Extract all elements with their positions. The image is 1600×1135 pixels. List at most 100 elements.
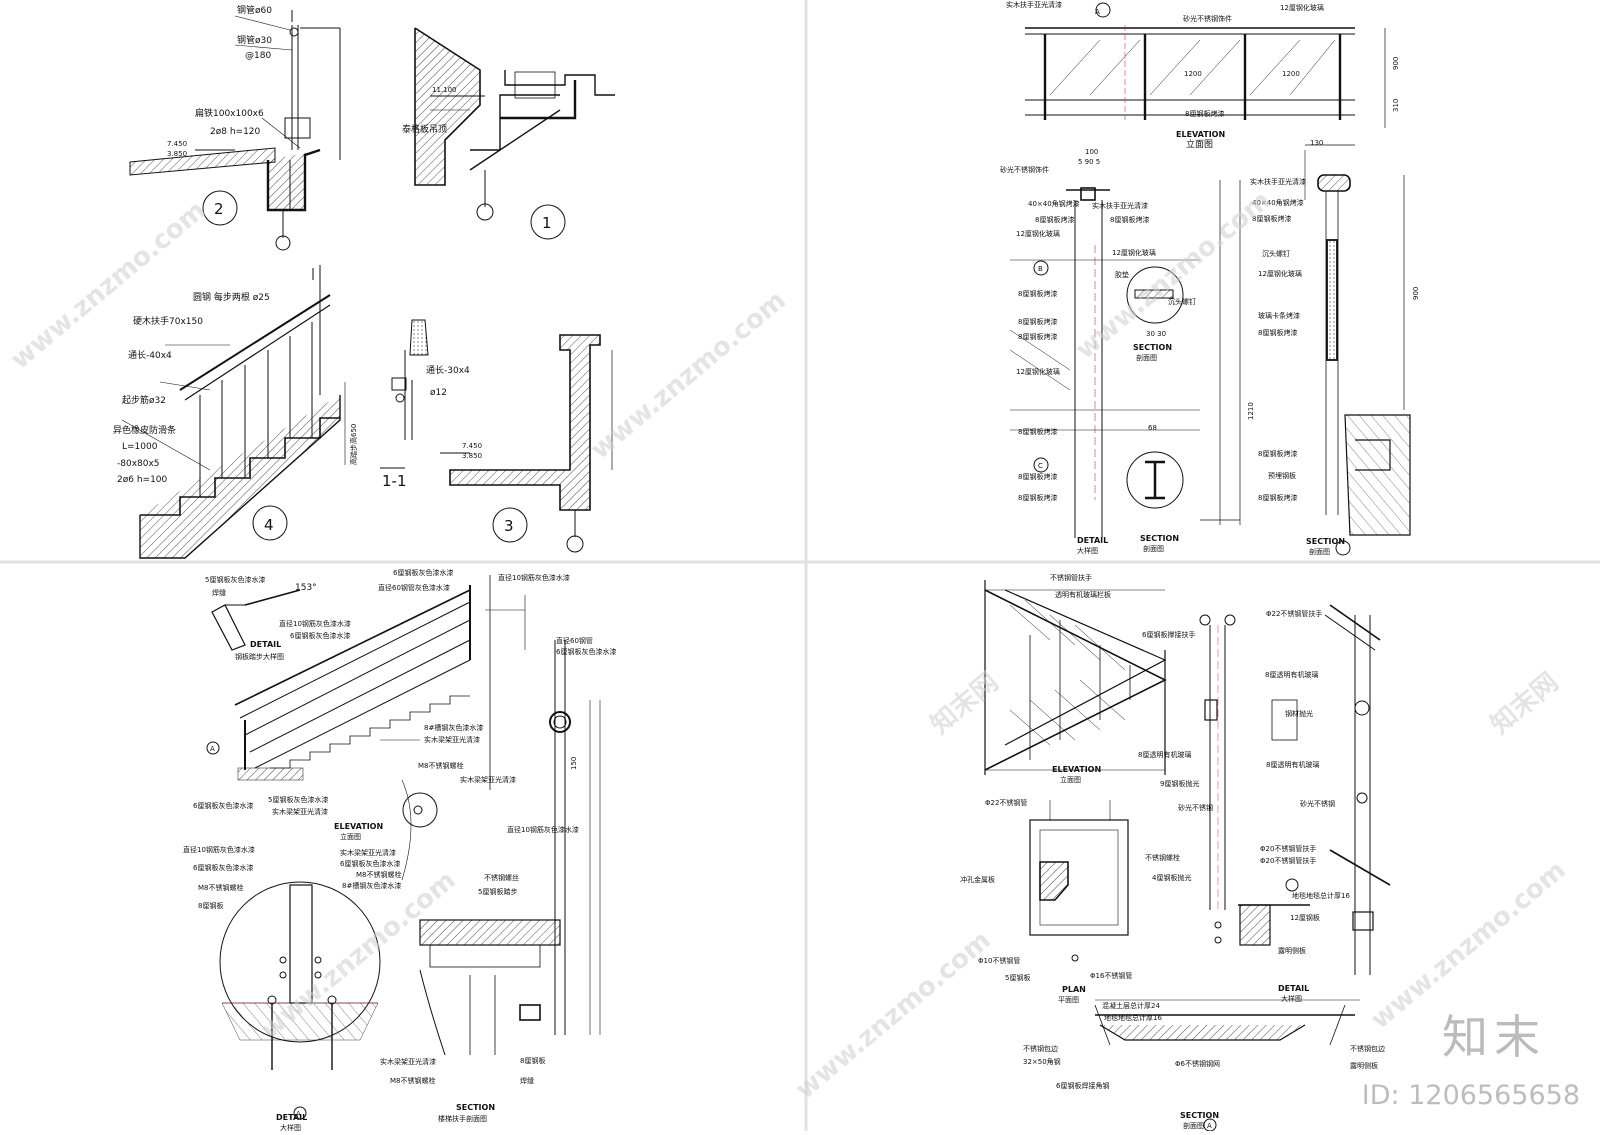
label-bar-10-gray-c: 直径10钢筋灰色漆水漆	[507, 825, 579, 834]
label-plate-8-h: 8厘钢板烤漆	[1018, 493, 1057, 502]
label-wood-frame-e: 实木梁架亚光清漆	[380, 1057, 436, 1066]
q2-section-c-en: SECTION	[1140, 534, 1179, 543]
q2-section-b-cn: 剖面图	[1136, 353, 1157, 362]
label-plate-5: 5厘钢板	[1005, 973, 1030, 982]
label-embed-plate: 预埋钢板	[1268, 471, 1296, 480]
label-plate-8-c: 8厘钢板烤漆	[1018, 289, 1057, 298]
detail-2	[129, 10, 341, 251]
q2-section-a-en: SECTION	[1306, 537, 1345, 546]
q3-detail-cn: 大样图	[280, 1123, 301, 1131]
dim-900: 900	[1392, 57, 1400, 70]
q3-section	[401, 640, 601, 1056]
label-ss-pipe-rail: 不锈钢管扶手	[1050, 573, 1092, 582]
q3-section-cn: 楼梯扶手剖面图	[438, 1114, 487, 1123]
label-ss-6: Φ6不锈钢钢网	[1175, 1059, 1220, 1068]
dim-1200-a: 1200	[1184, 70, 1202, 78]
mark-b: B	[1038, 265, 1043, 273]
label-countersunk: 沉头螺钉	[1168, 297, 1196, 306]
label-wood-frame-a: 实木梁架亚光清漆	[424, 735, 480, 744]
dim-5905: 5 90 5	[1078, 158, 1100, 166]
label-rail-height: 高踏步高650	[349, 424, 358, 465]
label-plate-6-gray-d: 6厘钢板灰色漆水漆	[193, 801, 253, 810]
label-plate-8-l: 8厘钢板烤漆	[1258, 493, 1297, 502]
q2-section-b-en: SECTION	[1133, 343, 1172, 352]
label-elev-a: 7.450	[167, 140, 187, 148]
q4-right-detail	[1324, 604, 1391, 975]
q3-elevation-en: ELEVATION	[334, 822, 383, 831]
label-frosted-steel: 砂光不锈钢饰件	[1183, 14, 1232, 23]
mark-c: C	[1038, 462, 1043, 470]
label-plate-6-angle: 6厘钢板焊接角钢	[1056, 1081, 1109, 1090]
label-angle-40-b: 40×40角钢烤漆	[1252, 198, 1304, 207]
q3-detail-step-en: DETAIL	[250, 640, 281, 649]
label-ss-22: Φ22不锈钢管	[985, 798, 1027, 807]
q3-detail-en: DETAIL	[276, 1113, 307, 1122]
label-pipe-60-steel: 直径60钢管	[556, 636, 593, 645]
dim-900-b: 900	[1412, 287, 1420, 300]
label-acrylic-8-b: 8厘透明有机玻璃	[1266, 760, 1319, 769]
q3-detail-step-cn: 钢板踏步大样图	[235, 652, 284, 661]
label-glass-12-a: 12厘钢化玻璃	[1016, 229, 1060, 238]
q2-labels: 实木扶手亚光清漆 A 砂光不锈钢饰件 12厘钢化玻璃 1200 1200 900…	[1000, 0, 1420, 556]
q4-section-cn: 剖面图	[1183, 1121, 1204, 1130]
watermark-cn-2: 知末网	[1485, 667, 1564, 740]
label-plate-8-f: 8厘钢板烤漆	[1018, 427, 1057, 436]
q2-section-a-cn: 剖面图	[1309, 547, 1330, 556]
detail-1	[414, 27, 615, 240]
label-steel-polish: 钢材抛光	[1285, 709, 1313, 718]
label-handrail: 硬木扶手70x150	[133, 315, 203, 327]
label-ss-bolt: 不锈钢螺栓	[1145, 853, 1180, 862]
quadrant-bottom-left	[206, 575, 601, 1120]
label-flat-40: 通长-40x4	[128, 349, 172, 361]
label-ss-16: Φ16不锈钢管	[1090, 971, 1132, 980]
q2-detail-cn: 大样图	[1077, 546, 1098, 555]
label-groove-8: 8#槽钢灰色漆水漆	[424, 723, 483, 732]
q4-elevation-en: ELEVATION	[1052, 765, 1101, 774]
q3-section-en: SECTION	[456, 1103, 495, 1112]
q3-labels: 5厘钢板灰色漆水漆 焊缝 153° DETAIL 钢板踏步大样图 6厘钢板灰色漆…	[183, 568, 616, 1132]
label-elev-a-3: 7.450	[462, 442, 482, 450]
label-plate-6-gray-e: 6厘钢板灰色漆水漆	[193, 863, 253, 872]
detail-1-1	[344, 319, 429, 469]
label-bar-10-gray-a: 直径10钢筋灰色漆水漆	[498, 573, 570, 582]
detail-3	[440, 334, 613, 553]
label-exposed: 露明侧板	[1278, 946, 1306, 955]
label-ss-bolt: 不锈钢螺丝	[484, 873, 519, 882]
circle-label-4: 4	[264, 516, 274, 534]
label-plate-4: 4厘钢板抛光	[1152, 873, 1191, 882]
label-pipe-20-rail-a: Φ20不锈钢管扶手	[1260, 844, 1316, 853]
detail-4	[121, 265, 341, 559]
label-start-bar: 起步筋ø32	[122, 394, 166, 406]
label-countersunk-b: 沉头螺钉	[1262, 249, 1290, 258]
label-elev-c: 11.100	[432, 86, 457, 94]
label-frosted-ss-b: 砂光不锈钢	[1300, 799, 1335, 808]
label-plate-8-k: 8厘钢板烤漆	[1258, 449, 1297, 458]
label-plate-6-rail: 6厘钢板撑接扶手	[1142, 630, 1195, 639]
label-flat-30: 通长-30x4	[426, 364, 470, 376]
q1-labels: 钢管ø60 钢管ø30 @180 扁铁100x100x6 2ø8 h=120 7…	[113, 4, 552, 535]
label-angle-40: 40×40角钢烤漆	[1028, 199, 1080, 208]
label-m8-bolt-b: M8不锈钢螺栓	[198, 883, 244, 892]
label-plate-8-i: 8厘钢板烤漆	[1252, 214, 1291, 223]
label-plate-5-gray-b: 5厘钢板灰色漆水漆	[268, 795, 328, 804]
dim-1200-b: 1200	[1282, 70, 1300, 78]
watermark-1: www.znzmo.com	[5, 195, 211, 375]
label-plate-80: -80x80x5	[117, 459, 160, 469]
label-plate-8-g: 8厘钢板烤漆	[1018, 472, 1057, 481]
label-glass-clip: 玻璃卡条烤漆	[1258, 311, 1300, 320]
label-bar-10-gray-b: 直径10钢筋灰色漆水漆	[279, 619, 351, 628]
label-plate-8-gray: 8厘钢板	[198, 901, 223, 910]
q4-elevation	[984, 580, 1167, 775]
brand-logo: 知末	[1442, 1010, 1546, 1064]
q4-section-en: SECTION	[1180, 1111, 1219, 1120]
label-clear-pipe: Φ22不锈钢管扶手	[1266, 609, 1322, 618]
label-ss-10: Φ10不锈钢管	[978, 956, 1020, 965]
q3-elevation-cn: 立面图	[340, 832, 361, 841]
dim-3030-a: 30 30	[1146, 330, 1166, 338]
label-pipe-30: 钢管ø30	[237, 34, 272, 46]
q4-section	[1094, 999, 1360, 1132]
q3-mark-a-elev: A	[210, 745, 215, 753]
label-m8-bolt-c: M8不锈钢螺栓	[356, 870, 402, 879]
